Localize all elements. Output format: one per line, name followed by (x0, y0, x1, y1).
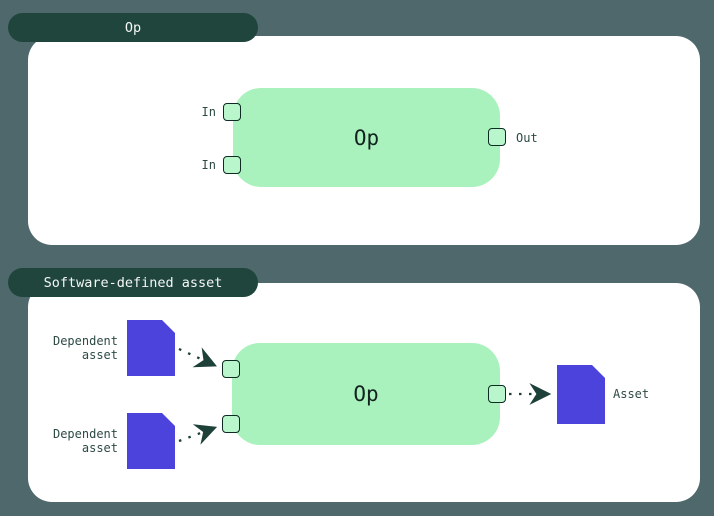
op-tab-label: Op (124, 19, 142, 36)
dependent-asset-label: Dependent asset (52, 427, 118, 455)
sda-tab: Software-defined asset (8, 268, 258, 297)
input-label: In (201, 158, 216, 172)
input-label: In (201, 105, 216, 119)
input-port (222, 360, 240, 378)
input-port (223, 156, 241, 174)
sda-tab-label: Software-defined asset (43, 274, 223, 291)
op-node: Op (232, 343, 500, 445)
op-node: Op (233, 88, 500, 187)
dependent-asset-label: Dependent asset (52, 334, 118, 362)
output-port (488, 385, 506, 403)
op-node-label: Op (353, 125, 380, 150)
asset-document-icon (557, 365, 605, 424)
output-label: Out (516, 131, 538, 145)
output-port (488, 128, 506, 146)
input-port (222, 415, 240, 433)
dependent-asset-document-icon (127, 413, 175, 469)
op-node-label: Op (353, 382, 379, 406)
input-port (223, 103, 241, 121)
op-tab: Op (8, 13, 258, 42)
asset-label: Asset (613, 387, 650, 401)
dependent-asset-document-icon (127, 320, 175, 376)
